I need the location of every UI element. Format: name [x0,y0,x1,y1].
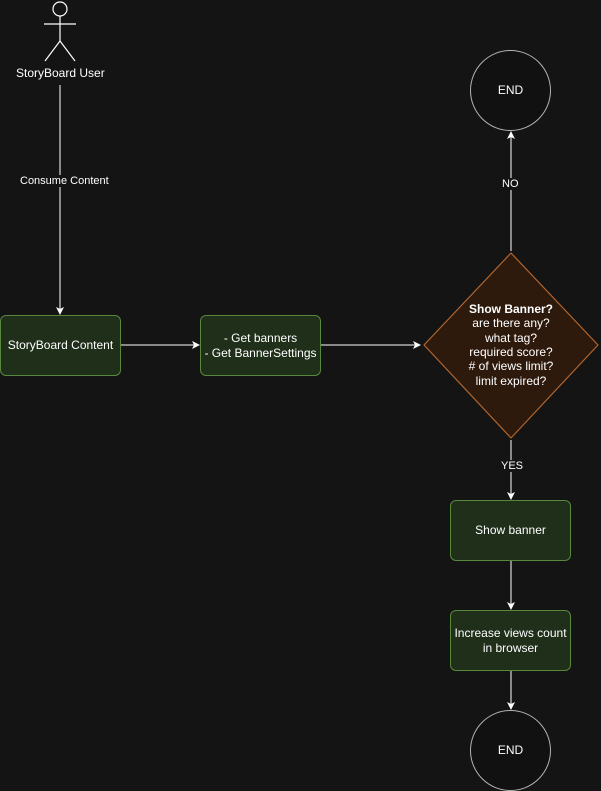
node-storyboard-content-label: StoryBoard Content [7,338,114,352]
actor-right-leg [59,40,76,62]
node-increase-views[interactable]: Increase views count in browser [450,610,571,671]
node-end-top-label: END [497,83,524,97]
node-increase-views-line2: in browser [482,640,539,655]
edge-label-no: NO [501,178,520,190]
decision-line-4: # of views limit? [468,359,554,374]
node-get-banners[interactable]: - Get banners - Get BannerSettings [200,315,321,376]
decision-line-3: required score? [469,345,553,359]
node-show-banner-label: Show banner [475,523,546,537]
actor-label: StoryBoard User [16,66,105,80]
decision-text[interactable]: Show Banner? are there any? what tag? re… [426,255,596,435]
decision-line-2: what tag? [484,330,538,345]
node-show-banner[interactable]: Show banner [450,500,571,561]
node-increase-views-line1: Increase views count [454,625,567,640]
decision-diamond [423,252,599,439]
node-end-bottom-label: END [497,743,524,757]
edge-label-yes: YES [500,460,525,472]
decision-line-5: limit expired? [475,373,547,388]
edge-label-consume-content: Consume Content [19,175,110,187]
node-end-top[interactable]: END [470,50,551,131]
decision-title: Show Banner? [468,301,553,316]
node-get-banners-line1: - Get banners [223,330,298,345]
node-storyboard-content[interactable]: StoryBoard Content [0,315,121,376]
actor-head [52,1,68,17]
decision-line-1: are there any? [472,316,550,331]
node-get-banners-line2: - Get BannerSettings [204,345,317,360]
actor-figure [44,1,76,62]
node-end-bottom[interactable]: END [470,710,551,791]
actor-left-leg [44,40,61,62]
